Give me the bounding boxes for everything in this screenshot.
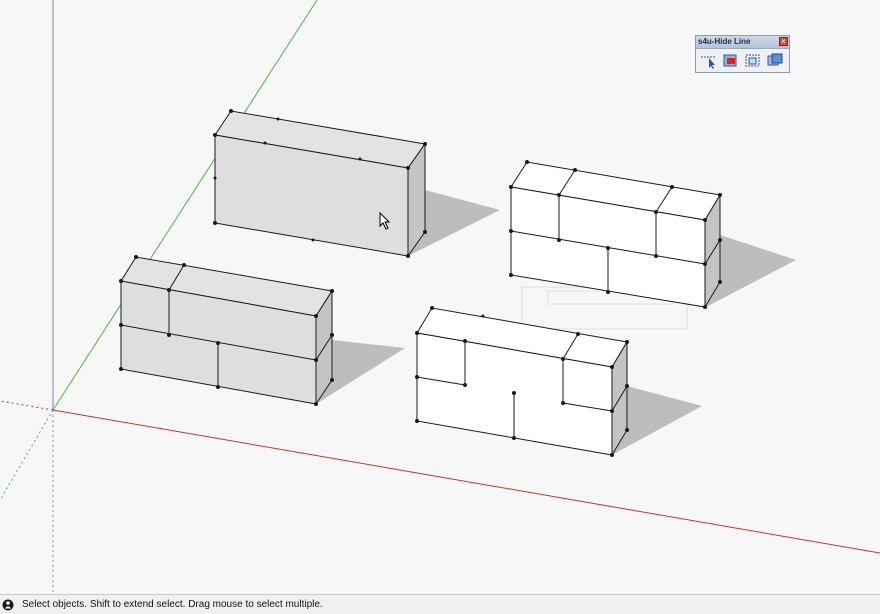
- shadow-box-1: [408, 190, 500, 256]
- red-axis: [52, 409, 880, 554]
- toolbar-title: s4u-Hide Line: [698, 37, 751, 46]
- close-icon[interactable]: ×: [779, 37, 788, 46]
- model-viewport[interactable]: s4u-Hide Line ×: [0, 0, 880, 594]
- hide-line-toolbar[interactable]: s4u-Hide Line ×: [695, 35, 790, 73]
- shadow-box-4: [612, 386, 702, 455]
- green-axis: [52, 0, 318, 411]
- box-wire-top-right[interactable]: [509, 160, 722, 309]
- red-axis-hidden: [0, 400, 54, 411]
- 3d-scene[interactable]: [0, 0, 880, 594]
- hide-line-select-tool[interactable]: [699, 52, 719, 70]
- box-wire-bottom-right[interactable]: [415, 306, 629, 457]
- shadow-box-3: [706, 235, 796, 307]
- status-text: Select objects. Shift to extend select. …: [22, 599, 323, 610]
- hide-line-red-tool[interactable]: [721, 52, 741, 70]
- dashed-square-icon: [745, 54, 760, 67]
- status-bar: Select objects. Shift to extend select. …: [0, 594, 880, 614]
- box-solid-top-left[interactable]: [213, 109, 427, 258]
- shadow-box-2: [316, 340, 405, 404]
- info-person-icon[interactable]: [2, 599, 14, 611]
- red-square-icon: [723, 54, 737, 67]
- box-solid-bottom-left[interactable]: [119, 255, 334, 406]
- hide-line-overlap-tool[interactable]: [765, 52, 785, 70]
- toolbar-titlebar[interactable]: s4u-Hide Line ×: [696, 36, 789, 49]
- mouse-cursor-icon: [379, 211, 391, 230]
- green-axis-hidden: [0, 409, 54, 501]
- select-arrow-icon: [701, 56, 715, 69]
- hide-line-face-tool[interactable]: [743, 52, 763, 70]
- overlap-squares-icon: [767, 53, 783, 66]
